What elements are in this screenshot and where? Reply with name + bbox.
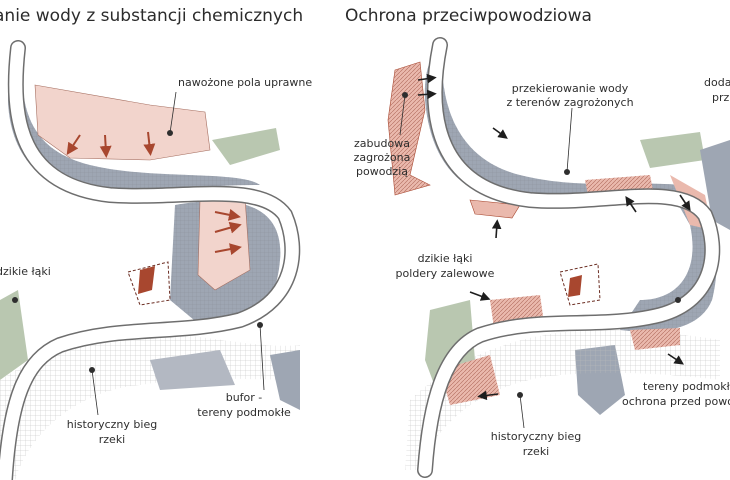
right-map-title: Ochrona przeciwpowodziowa <box>345 6 592 26</box>
right-map: przekierowanie wody z terenów zagrożonyc… <box>354 37 730 478</box>
right-marker-dot <box>675 297 681 303</box>
left-leader-line <box>91 369 99 416</box>
right-label-extra-line2: prz <box>712 91 730 104</box>
right-flow-arrow <box>491 219 502 239</box>
left-label-buffer-line2: tereny podmokłe <box>197 406 291 419</box>
left-leader-line <box>259 324 265 391</box>
right-flow-arrow <box>667 353 684 365</box>
left-runoff-arrow <box>214 208 241 221</box>
left-wetland-zone <box>270 350 300 410</box>
right-leader-line <box>519 394 525 429</box>
left-runoff-arrow <box>214 221 242 234</box>
left-leader-line <box>169 91 177 134</box>
left-river <box>0 41 299 480</box>
right-flow-arrow <box>477 390 499 401</box>
left-runoff-arrow <box>66 134 81 155</box>
right-dashed-outline <box>559 263 601 306</box>
right-wetland-zone <box>700 140 730 230</box>
left-runoff-arrow <box>99 134 112 158</box>
right-label-redirect-line2: z terenów zagrożonych <box>506 96 633 109</box>
left-meadow-patch <box>212 128 280 165</box>
right-label-built-line2: zagrożona <box>354 151 411 164</box>
right-flow-arrow <box>625 196 637 213</box>
left-map-title: anie wody z substancji chemicznych <box>0 6 304 26</box>
right-meadow-patch <box>640 132 705 168</box>
right-label-riverbed-line1: historyczny bieg <box>491 430 581 443</box>
left-map: nawożone pola uprawne dzikie łąki bufor … <box>0 40 312 480</box>
left-fields-zone <box>34 84 211 161</box>
right-river <box>418 38 719 477</box>
right-flow-arrow <box>417 73 437 84</box>
left-dashed-outline <box>127 261 171 306</box>
left-label-riverbed-line2: rzeki <box>99 433 126 446</box>
left-marker-dot <box>12 297 18 303</box>
right-wetland-grid <box>424 50 690 203</box>
left-built-patch <box>138 266 155 294</box>
left-runoff-arrow <box>143 131 156 156</box>
right-label-built-line3: powodzią <box>356 165 408 178</box>
right-flow-arrow <box>417 89 437 100</box>
right-label-riverbed-line2: rzeki <box>523 445 550 458</box>
right-label-meadows-line2: poldery zalewowe <box>396 267 495 280</box>
right-built-zone <box>630 328 680 350</box>
right-label-meadows-line1: dzikie łąki <box>418 252 473 265</box>
right-flow-arrow <box>469 291 491 301</box>
right-label-built-line1: zabudowa <box>354 137 410 150</box>
left-wetland-zone <box>150 350 235 390</box>
left-label-meadows: dzikie łąki <box>0 265 51 278</box>
right-leader-line <box>566 107 573 173</box>
left-label-buffer-line1: bufor - <box>226 391 263 404</box>
left-wetland-grid <box>8 55 260 200</box>
right-flow-arrow <box>492 127 508 139</box>
right-flow-arrow <box>679 194 691 211</box>
left-runoff-arrow <box>214 243 242 256</box>
right-leader-line <box>399 94 406 136</box>
left-meadow-patch <box>0 290 28 380</box>
right-label-wet-line2: ochrona przed powo <box>622 395 730 408</box>
left-label-riverbed-line1: historyczny bieg <box>67 418 157 431</box>
left-label-fields: nawożone pola uprawne <box>178 76 312 89</box>
right-built-patch <box>568 275 582 297</box>
right-built-zone <box>469 199 521 219</box>
right-label-extra-line1: doda <box>704 76 730 89</box>
right-label-wet-line1: tereny podmokłe <box>643 380 730 393</box>
right-label-redirect-line1: przekierowanie wody <box>512 82 629 95</box>
